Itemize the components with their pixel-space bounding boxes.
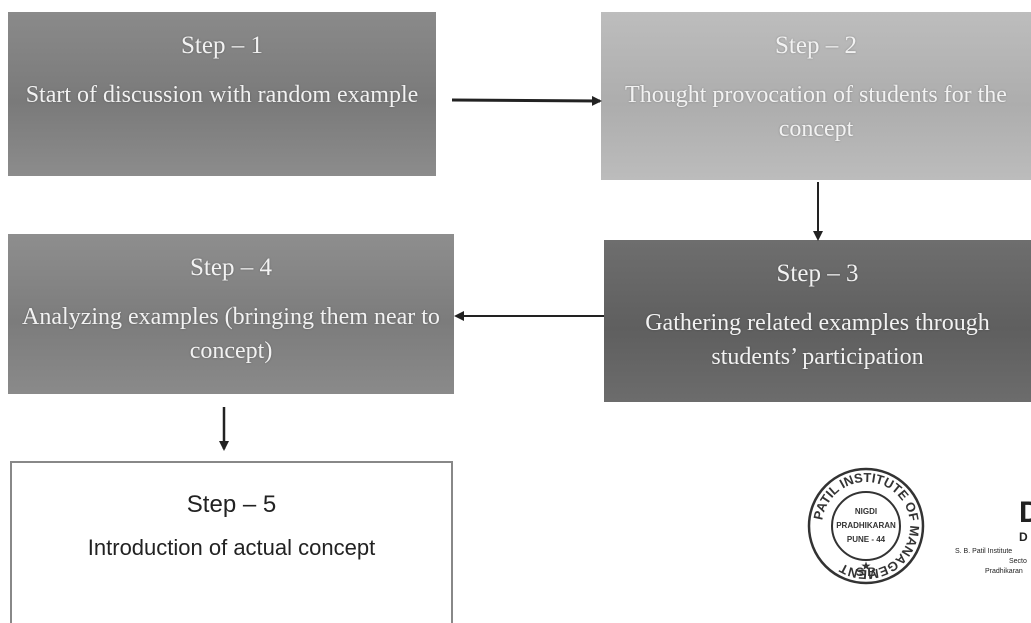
step-2-title: Step – 2	[775, 32, 857, 59]
svg-text:PUNE - 44: PUNE - 44	[847, 535, 886, 544]
step-5-text: Introduction of actual concept	[87, 535, 376, 560]
svg-text:NIGDI: NIGDI	[855, 507, 877, 516]
signature-line-2: S. B. Patil Institute	[955, 548, 1013, 555]
svg-text:PRADHIKARAN: PRADHIKARAN	[836, 521, 896, 530]
signature-initial: D	[1019, 496, 1031, 529]
step-4-title: Step – 4	[190, 254, 272, 281]
step-3-text: Gathering related examples through stude…	[645, 310, 990, 370]
step-3-title: Step – 3	[776, 260, 859, 287]
step-1-title: Step – 1	[181, 32, 263, 59]
institute-seal-stamp: PATIL INSTITUTE OF MANAGEMENT NIGDI PRAD…	[807, 467, 925, 585]
step-1-box: Step – 1 Start of discussion with random…	[8, 12, 436, 176]
signature-line-1: D	[1019, 530, 1028, 544]
step-2-text: Thought provocation of students for the …	[625, 82, 1007, 142]
step-1-text: Start of discussion with random example	[25, 82, 419, 108]
svg-text:★: ★	[861, 559, 872, 573]
signature-line-3: Secto	[1009, 558, 1027, 565]
arrow-step1-to-step2	[451, 95, 602, 106]
step-5-box: Step – 5 Introduction of actual concept	[10, 461, 453, 623]
svg-text:S B: S B	[856, 565, 876, 579]
signature-line-4: Pradhikaran	[985, 568, 1023, 575]
step-2-box: Step – 2 Thought provocation of students…	[601, 12, 1031, 180]
step-4-box: Step – 4 Analyzing examples (bringing th…	[8, 234, 454, 394]
director-signature-block: D D S. B. Patil Institute Secto Pradhika…	[955, 496, 1031, 596]
step-5-title: Step – 5	[186, 491, 277, 518]
step-3-box: Step – 3 Gathering related examples thro…	[604, 240, 1031, 402]
step-4-text: Analyzing examples (bringing them near t…	[22, 304, 440, 364]
